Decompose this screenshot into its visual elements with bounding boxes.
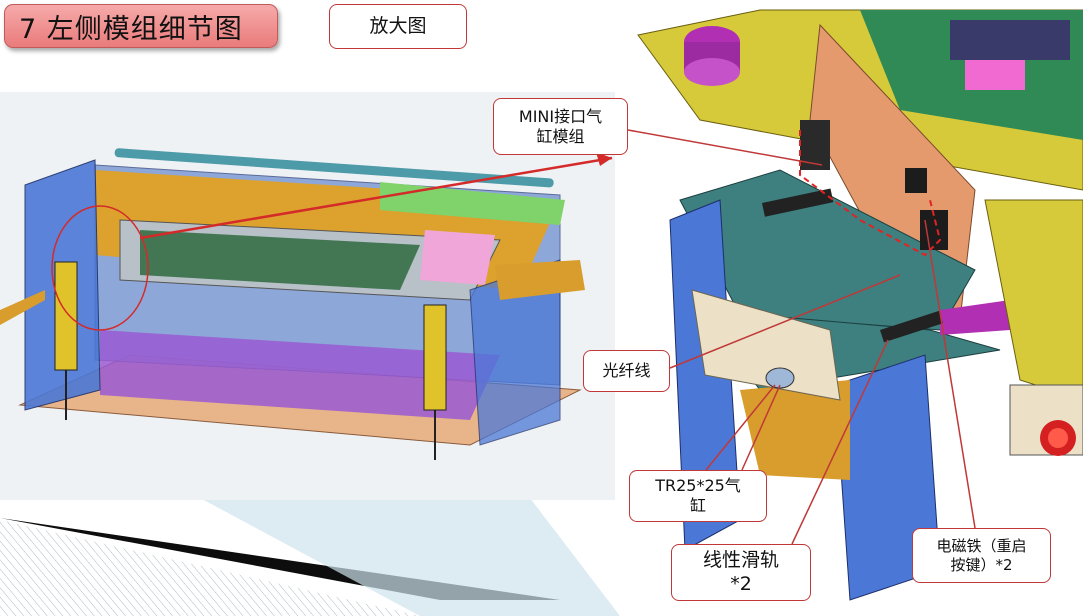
callout-linear-rail-line-1: 线性滑轨 [702, 548, 779, 571]
callout-electromagnet-line-1: 电磁铁（重启 [936, 536, 1027, 555]
page-title-text: 7 左侧模组细节图 [19, 13, 243, 45]
callout-fiber-line-text: 光纤线 [602, 361, 651, 380]
callout-linear-rail: 线性滑轨 *2 [671, 544, 811, 601]
callout-electromagnet-line-2: 按键）*2 [950, 555, 1013, 574]
callout-mini-cylinder-line-1: MINI接口气 [518, 106, 603, 126]
zoom-view-label-text: 放大图 [369, 14, 427, 37]
callout-cylinder-line-2: 缸 [689, 496, 706, 515]
callout-mini-cylinder-line-2: 缸模组 [536, 126, 585, 146]
callout-electromagnet: 电磁铁（重启 按键）*2 [912, 528, 1051, 583]
zoom-view-label: 放大图 [329, 4, 467, 49]
callout-cylinder: TR25*25气 缸 [629, 470, 767, 522]
callout-linear-rail-line-2: *2 [730, 572, 752, 595]
callout-cylinder-line-1: TR25*25气 [655, 476, 741, 495]
callout-mini-cylinder-module: MINI接口气 缸模组 [493, 98, 628, 155]
callout-fiber-line: 光纤线 [583, 350, 670, 392]
page-title: 7 左侧模组细节图 [4, 4, 278, 48]
